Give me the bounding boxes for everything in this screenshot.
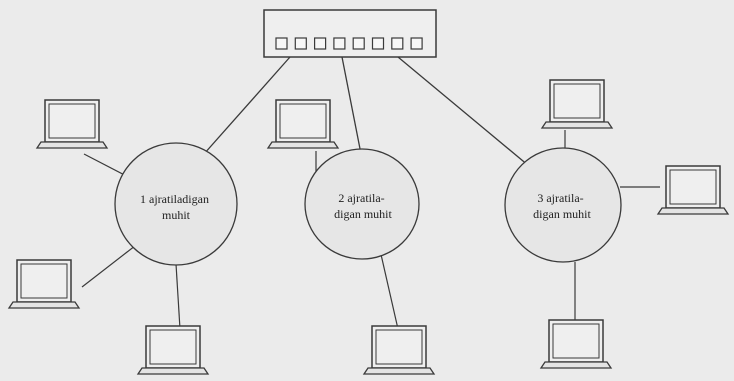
computer-seg2-bottom [362,325,436,375]
switch-ports [275,37,423,50]
laptop-display [149,329,197,365]
laptop-base [136,367,210,375]
segment-label-1: 1 ajratiladigan muhit [140,192,212,222]
laptop-base [35,141,109,149]
link-seg1-pc-bottomleft [81,241,141,288]
laptop-screen [371,325,427,369]
laptop-base [656,207,730,215]
laptop-base [362,367,436,375]
laptop-screen [548,319,604,363]
segment-circle-3 [504,147,622,263]
laptop-screen [145,325,201,369]
computer-seg3-top [540,79,614,129]
link-seg1-pc-bottom [175,263,181,330]
switch-links [195,56,536,172]
segment-label-2: 2 ajratila- digan muhit [334,191,392,221]
computer-seg3-right [656,165,730,215]
switch-port [391,37,404,50]
link-switch-seg3 [397,56,536,172]
laptop-screen [44,99,100,143]
laptop-base [7,301,81,309]
laptop-display [552,323,600,359]
laptop-display [20,263,68,299]
laptop-display [48,103,96,139]
laptop-display [553,83,601,119]
laptop-base [539,361,613,369]
segment-circles [114,142,622,266]
computer-seg1-topleft [35,99,109,149]
segment-circle-2 [304,148,420,260]
laptop-screen [665,165,721,209]
laptop-screen [549,79,605,123]
switch-port [352,37,365,50]
laptop-screen [16,259,72,303]
switch-port [275,37,288,50]
switch-body [263,9,437,58]
link-seg2-pc-bottom [379,249,399,330]
switch-port [333,37,346,50]
computers [7,79,730,375]
laptop-base [266,141,340,149]
switch-port [314,37,327,50]
laptop-display [669,169,717,205]
switch-device [263,9,437,58]
link-switch-seg1 [195,56,291,164]
switch-port [371,37,385,50]
computer-seg2-top [266,99,340,149]
computer-seg1-bottom [136,325,210,375]
switch-port [410,37,423,50]
computer-seg3-bottom [539,319,613,369]
laptop-screen [275,99,331,143]
computer-seg1-bottomleft [7,259,81,309]
link-switch-seg2 [341,56,363,160]
laptop-display [279,103,327,139]
laptop-base [540,121,614,129]
segment-label-3: 3 ajratila- digan muhit [533,191,591,221]
segment-circle-1 [114,142,238,266]
switch-port [294,37,307,50]
laptop-display [375,329,423,365]
